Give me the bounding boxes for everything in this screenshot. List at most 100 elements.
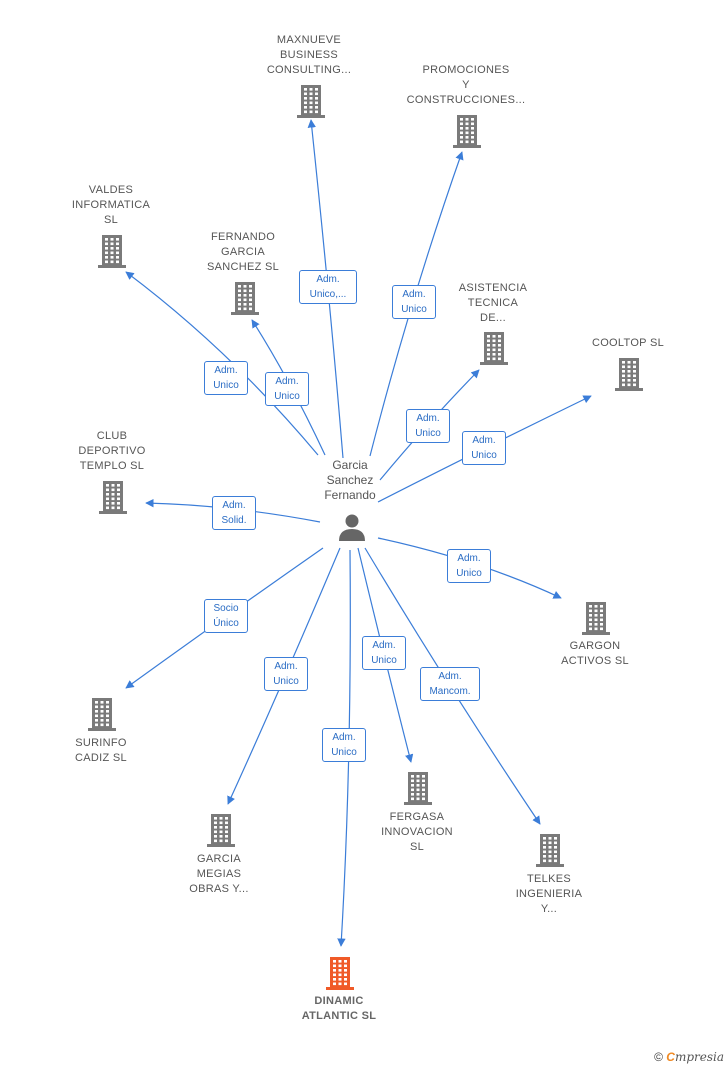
- company-label-line: TEMPLO SL: [79, 460, 145, 472]
- company-label-line: SURINFO: [75, 737, 127, 749]
- company-label-line: SL: [103, 214, 119, 226]
- company-label-line: TELKES: [527, 873, 571, 885]
- role-badge-cooltop[interactable]: Adm.Unico: [462, 431, 506, 465]
- footer-brand: © Cmpresia: [654, 1050, 724, 1064]
- company-label-line: PROMOCIONES: [422, 64, 510, 76]
- company-label-line: INNOVACION: [381, 826, 453, 838]
- role-badge-maxnueve[interactable]: Adm. Unico,...: [299, 270, 357, 304]
- role-badge-line: Adm.: [214, 365, 238, 376]
- role-badge-line: Mancom.: [429, 686, 471, 697]
- brand-initial: C: [666, 1050, 675, 1064]
- company-label-line: GARCIA: [197, 853, 241, 865]
- role-badge-gargon[interactable]: Adm. Unico: [447, 549, 491, 583]
- role-badge-line: Adm.: [416, 413, 440, 424]
- company-label-fergasa[interactable]: FERGASA INNOVACION SL: [347, 810, 487, 855]
- company-label-line: GARCIA: [221, 246, 265, 258]
- building-icon-highlight[interactable]: [324, 955, 356, 991]
- company-label-asistencia[interactable]: ASISTENCIA TECNICA DE...: [423, 281, 563, 326]
- role-badge-line: Adm.: [372, 640, 396, 651]
- role-badge-valdes[interactable]: Adm. Unico: [204, 361, 248, 395]
- building-icon[interactable]: [580, 600, 612, 636]
- building-icon[interactable]: [402, 770, 434, 806]
- building-icon[interactable]: [205, 812, 237, 848]
- role-badge-line: Adm.: [457, 553, 481, 564]
- role-badge-line: Adm.: [472, 435, 496, 446]
- role-badge-line: Unico: [415, 428, 441, 439]
- company-label-line: OBRAS Y...: [189, 883, 249, 895]
- company-label-line: INGENIERIA: [515, 888, 583, 900]
- building-icon[interactable]: [97, 479, 129, 515]
- role-badge-line: Adm.: [316, 274, 340, 285]
- company-label-line: DE...: [480, 312, 506, 324]
- role-badge-fergasa[interactable]: Adm. Unico: [362, 636, 406, 670]
- building-icon[interactable]: [451, 113, 483, 149]
- company-label-line: ATLANTIC SL: [301, 1010, 377, 1022]
- company-label-line: BUSINESS: [279, 49, 339, 61]
- role-badge-line: Unico: [371, 655, 397, 666]
- copyright-symbol: ©: [654, 1050, 663, 1064]
- role-badge-club[interactable]: Adm.Solid.: [212, 496, 256, 530]
- company-label-line: MAXNUEVE: [276, 34, 342, 46]
- role-badge-line: Unico: [456, 568, 482, 579]
- person-icon[interactable]: [337, 512, 367, 547]
- person-name-line: Garcia: [332, 458, 368, 472]
- role-badge-line: Unico,...: [309, 289, 347, 300]
- role-badge-telkes[interactable]: Adm.Mancom.: [420, 667, 480, 701]
- company-label-gargon[interactable]: GARGON ACTIVOS SL: [525, 639, 665, 669]
- role-badge-line: Adm.: [275, 376, 299, 387]
- company-label-line: CONSTRUCCIONES...: [406, 94, 526, 106]
- company-label-line: Y: [462, 79, 470, 91]
- company-label-line: FERNANDO: [210, 231, 276, 243]
- company-label-line: SL: [409, 841, 425, 853]
- role-badge-line: Adm.: [274, 661, 298, 672]
- company-label-line: CADIZ SL: [75, 752, 127, 764]
- company-label-line: CLUB: [96, 430, 128, 442]
- company-label-telkes[interactable]: TELKES INGENIERIA Y...: [479, 872, 619, 917]
- company-label-line: GARGON: [569, 640, 621, 652]
- role-badge-line: Unico: [273, 676, 299, 687]
- company-label-club[interactable]: CLUB DEPORTIVO TEMPLO SL: [42, 429, 182, 474]
- role-badge-line: Adm.: [332, 732, 356, 743]
- company-label-line: TECNICA: [467, 297, 519, 309]
- company-label-line: ACTIVOS SL: [561, 655, 629, 667]
- role-badge-asistencia[interactable]: Adm. Unico: [406, 409, 450, 443]
- company-label-line: ASISTENCIA: [458, 282, 528, 294]
- building-icon[interactable]: [96, 233, 128, 269]
- building-icon[interactable]: [534, 832, 566, 868]
- brand-name: mpresia: [674, 1050, 724, 1064]
- person-name-line: Sanchez: [326, 473, 374, 487]
- role-badge-line: Único: [213, 618, 239, 629]
- company-label-line: COOLTOP SL: [591, 337, 665, 349]
- company-label-promociones[interactable]: PROMOCIONES Y CONSTRUCCIONES...: [396, 63, 536, 108]
- role-badge-promociones[interactable]: Adm.Unico: [392, 285, 436, 319]
- building-icon[interactable]: [295, 83, 327, 119]
- company-label-line: DINAMIC: [314, 995, 364, 1007]
- company-label-surinfo[interactable]: SURINFO CADIZ SL: [31, 736, 171, 766]
- building-icon[interactable]: [478, 330, 510, 366]
- role-badge-fernando[interactable]: Adm.Unico: [265, 372, 309, 406]
- person-name-line: Fernando: [324, 488, 376, 502]
- role-badge-line: Unico: [213, 380, 239, 391]
- building-icon[interactable]: [229, 280, 261, 316]
- role-badge-garciamegias[interactable]: Adm. Unico: [264, 657, 308, 691]
- building-icon[interactable]: [613, 356, 645, 392]
- company-label-dinamic[interactable]: DINAMIC ATLANTIC SL: [269, 994, 409, 1024]
- company-label-cooltop[interactable]: COOLTOP SL: [558, 336, 698, 351]
- edge-line-valdes: [125, 271, 319, 456]
- role-badge-line: Adm.: [222, 500, 246, 511]
- building-icon[interactable]: [86, 696, 118, 732]
- role-badge-dinamic[interactable]: Adm.Unico: [322, 728, 366, 762]
- company-label-garciamegias[interactable]: GARCIA MEGIAS OBRAS Y...: [149, 852, 289, 897]
- company-label-line: DEPORTIVO: [78, 445, 146, 457]
- company-label-line: MEGIAS: [196, 868, 242, 880]
- company-label-line: FERGASA: [389, 811, 445, 823]
- role-badge-line: Socio: [213, 603, 239, 614]
- company-label-line: Y...: [540, 903, 558, 915]
- role-badge-line: Adm.: [402, 289, 426, 300]
